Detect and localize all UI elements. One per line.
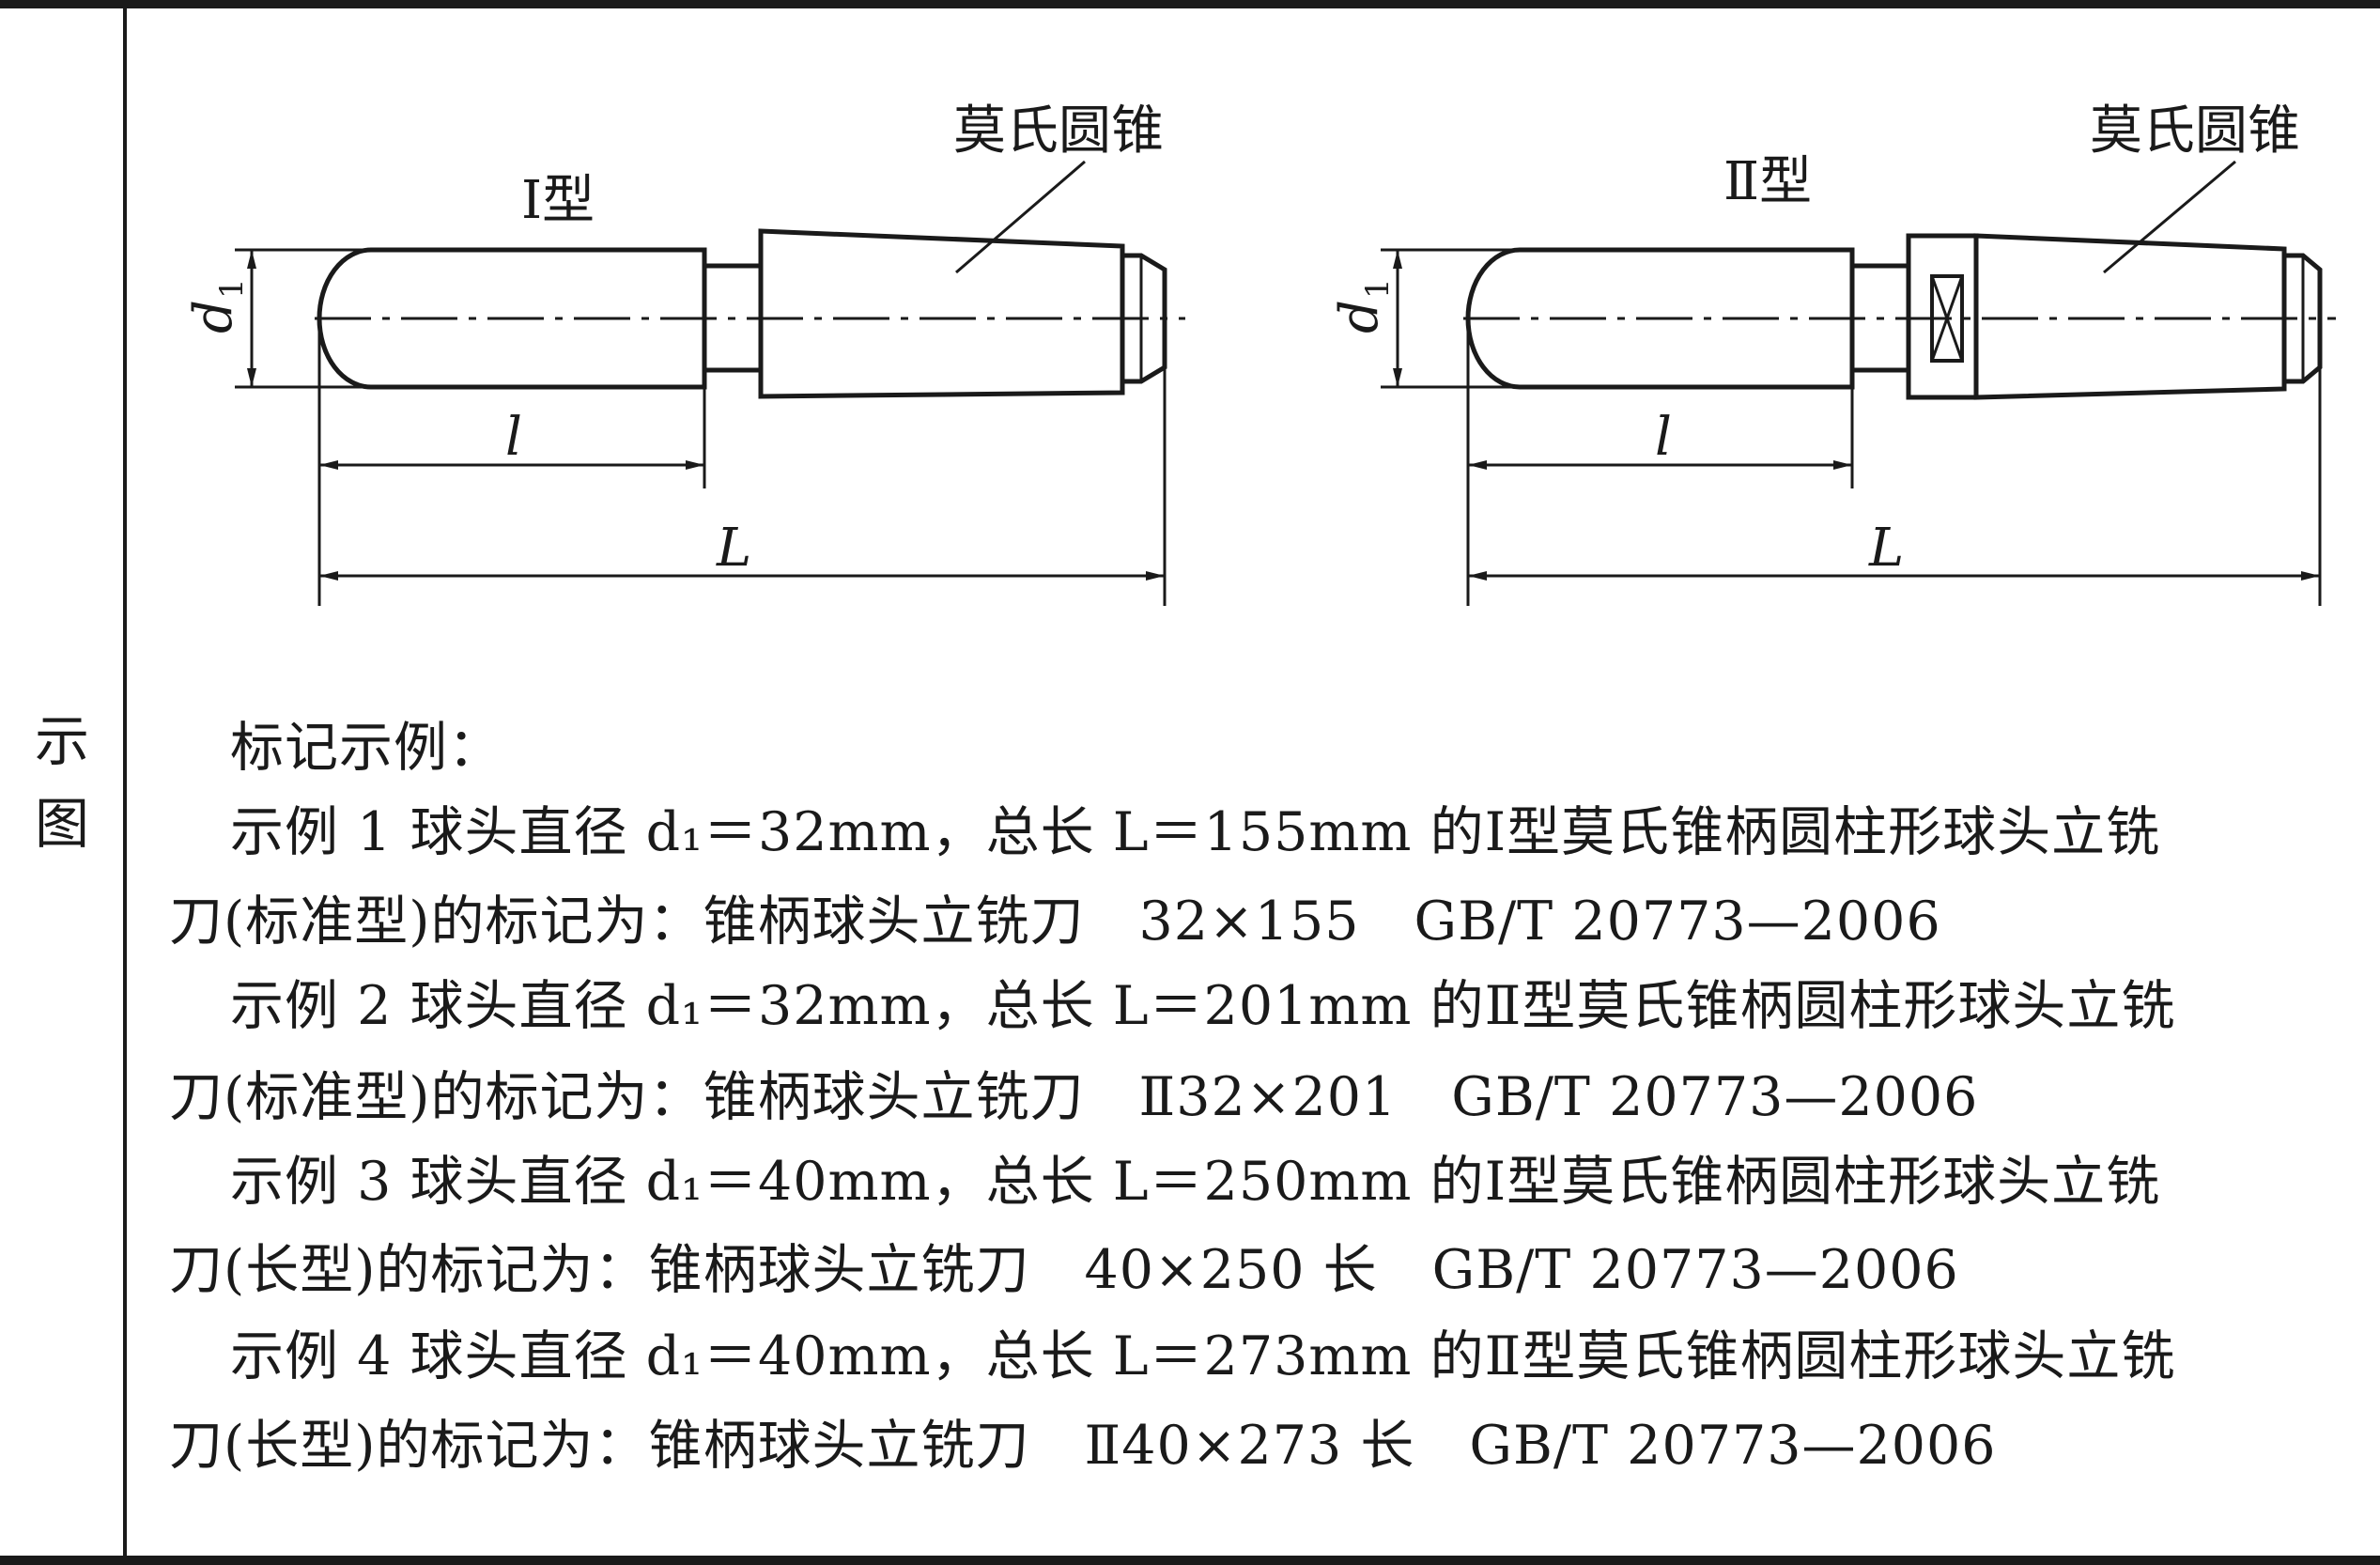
- marking-line-8: 刀(长型)的标记为：锥柄球头立铣刀 Ⅱ40×273 长 GB/T 20773—2…: [169, 1415, 1997, 1477]
- type2-ball-body: [1465, 247, 1855, 390]
- technical-drawing: Ⅰ型 莫氏圆锥 l L d 1 Ⅱ型 莫氏圆锥: [183, 101, 2336, 606]
- type1-drawing: [235, 160, 1185, 606]
- marking-line-3: 示例 2 球头直径 d₁＝32mm，总长 L＝201mm 的Ⅱ型莫氏锥柄圆柱形球…: [230, 975, 2176, 1037]
- type2-taper-label: 莫氏圆锥: [2090, 101, 2300, 162]
- marking-line-1: 示例 1 球头直径 d₁＝32mm，总长 L＝155mm 的Ⅰ型莫氏锥柄圆柱形球…: [230, 801, 2161, 863]
- side-label-char-2: 图: [34, 792, 89, 856]
- type2-label: Ⅱ型: [1723, 151, 1812, 212]
- type1-taper-leader: [955, 160, 1086, 274]
- marking-line-2: 刀(标准型)的标记为：锥柄球头立铣刀 32×155 GB/T 20773—200…: [169, 891, 1941, 953]
- marking-heading: 标记示例：: [230, 717, 502, 779]
- marking-line-6: 刀(长型)的标记为：锥柄球头立铣刀 40×250 长 GB/T 20773—20…: [169, 1239, 1959, 1301]
- column-divider: [123, 0, 127, 1565]
- type2-drawing: [1381, 160, 2336, 606]
- type1-d1-subscript: 1: [213, 278, 251, 299]
- type2-taper: [1973, 233, 2287, 400]
- bottom-rule: [0, 1556, 2380, 1565]
- side-label-char-1: 示: [34, 709, 89, 773]
- type2-d1-subscript: 1: [1359, 278, 1397, 299]
- type1-taper-label: 莫氏圆锥: [953, 101, 1164, 162]
- type1-l-label: l: [505, 407, 522, 468]
- type2-l-label: l: [1655, 407, 1672, 468]
- type1-d1-label: d: [183, 300, 244, 333]
- type2-tang: [2284, 253, 2323, 384]
- type2-L-label: L: [1868, 518, 1904, 579]
- type2-d1-label: d: [1329, 300, 1390, 333]
- type1-ball-body: [317, 247, 707, 390]
- type1-label: Ⅰ型: [521, 170, 595, 231]
- marking-line-7: 示例 4 球头直径 d₁＝40mm，总长 L＝273mm 的Ⅱ型莫氏锥柄圆柱形球…: [230, 1325, 2176, 1387]
- type2-collar: [1906, 233, 1979, 400]
- type1-L-label: L: [716, 518, 751, 579]
- side-label: 示 图: [28, 700, 96, 865]
- marking-line-4: 刀(标准型)的标记为：锥柄球头立铣刀 Ⅱ32×201 GB/T 20773—20…: [169, 1066, 1979, 1128]
- type1-taper: [758, 228, 1125, 399]
- marking-line-5: 示例 3 球头直径 d₁＝40mm，总长 L＝250mm 的Ⅰ型莫氏锥柄圆柱形球…: [230, 1151, 2161, 1213]
- type2-taper-leader: [2103, 160, 2236, 274]
- top-rule: [0, 0, 2380, 8]
